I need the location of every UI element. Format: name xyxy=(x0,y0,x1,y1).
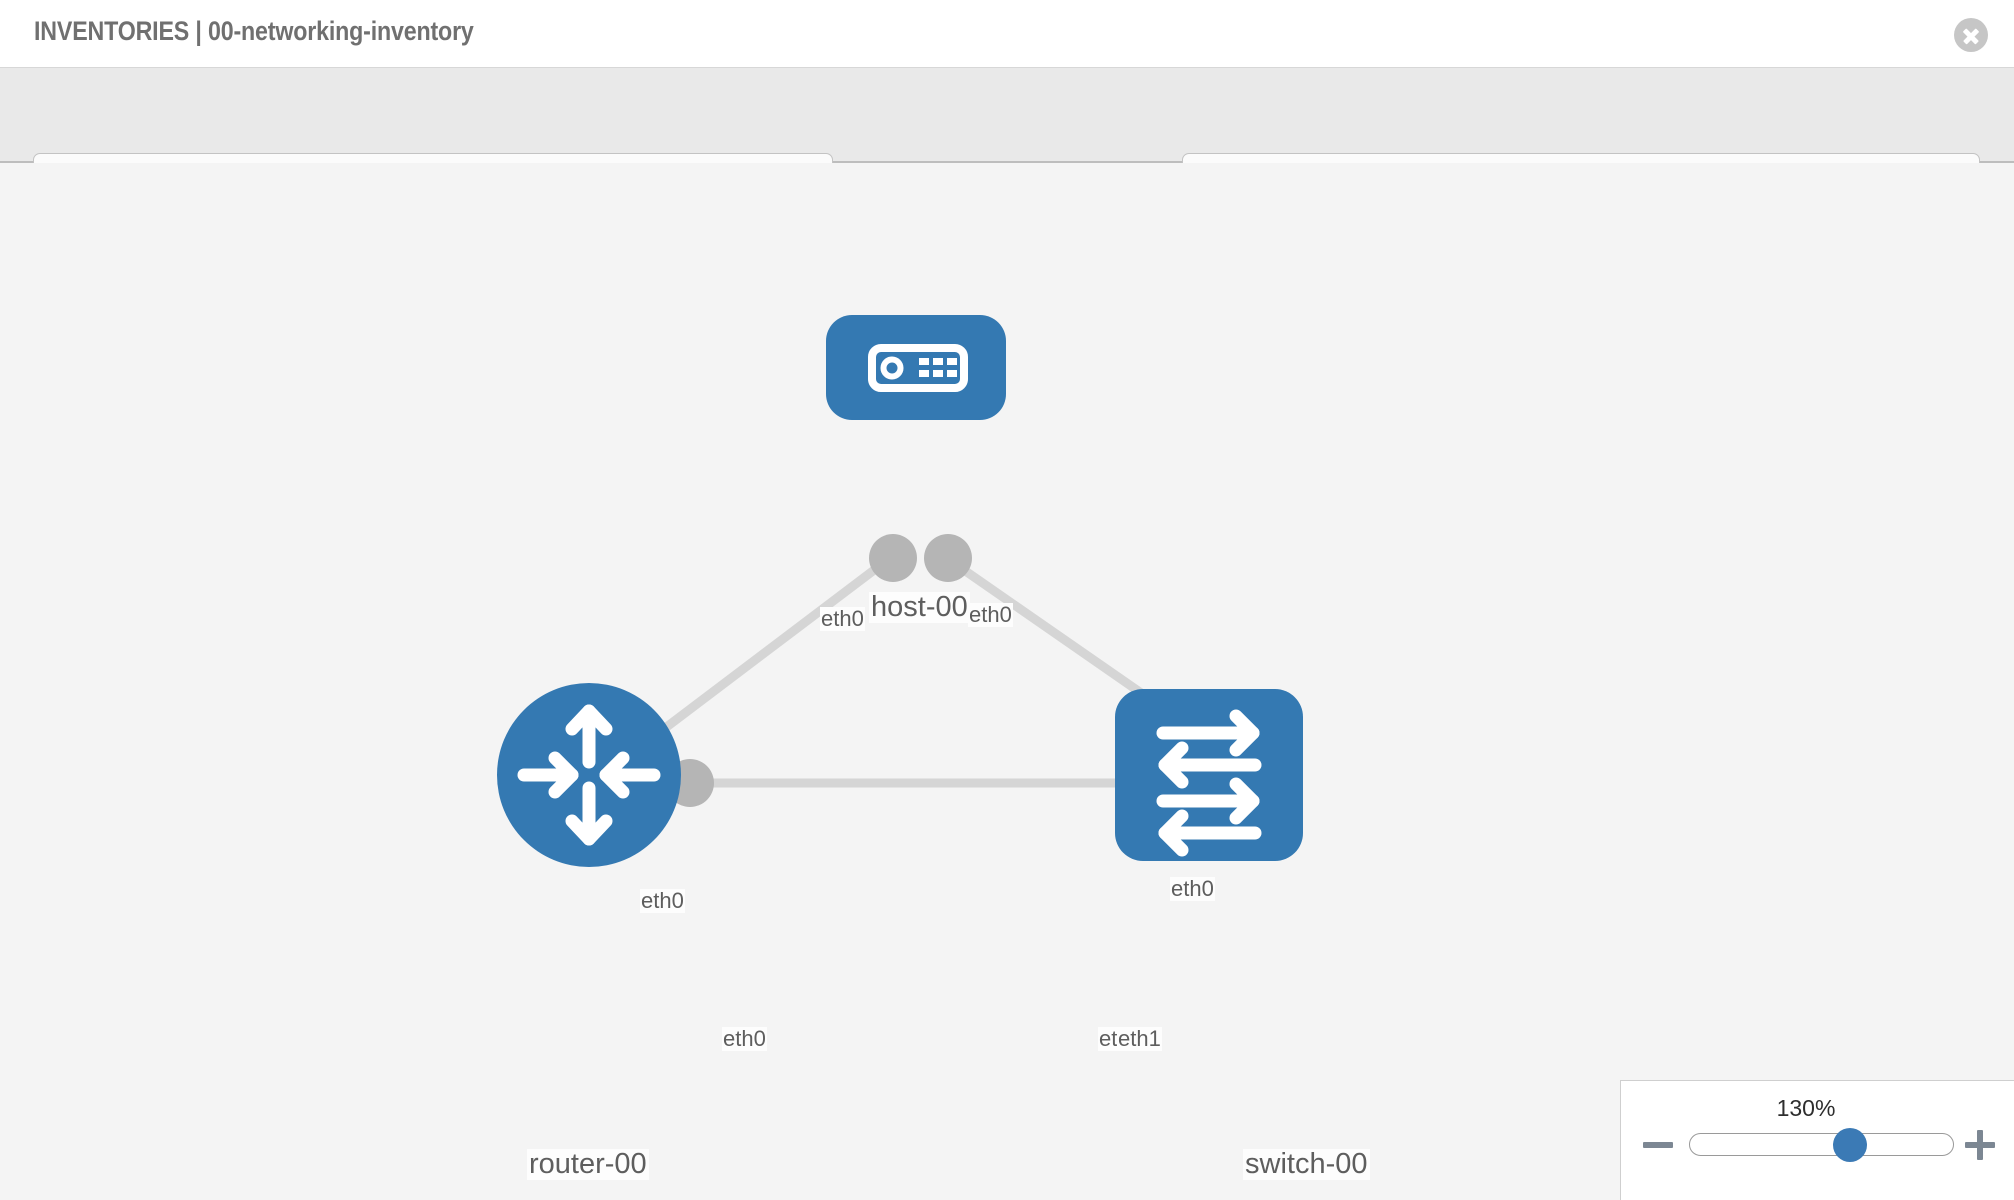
node-switch-00 xyxy=(1115,689,1303,861)
zoom-slider-thumb[interactable] xyxy=(1833,1128,1868,1162)
zoom-panel: 130% xyxy=(1620,1080,2014,1200)
zoom-slider[interactable] xyxy=(1689,1128,1954,1162)
node-label-host: host-00 xyxy=(869,591,970,624)
switch-icon xyxy=(1156,709,1262,857)
page-title: INVENTORIES | 00-networking-inventory xyxy=(34,16,474,46)
node-label-switch: switch-00 xyxy=(1243,1148,1370,1181)
iface-label: eth0 xyxy=(722,1026,767,1051)
iface-label: eth1 xyxy=(1117,1026,1162,1051)
iface-label: eth0 xyxy=(820,606,865,631)
node-host-00 xyxy=(826,315,1006,420)
page-header: INVENTORIES | 00-networking-inventory xyxy=(0,0,2014,68)
router-icon xyxy=(517,704,661,846)
iface-label: eth0 xyxy=(968,602,1013,627)
edge-host-router xyxy=(649,557,889,742)
topology-graph xyxy=(497,315,1303,867)
close-icon[interactable] xyxy=(1954,18,1988,52)
connector-host-left xyxy=(869,534,917,582)
node-router-00 xyxy=(497,683,681,867)
iface-label: eth0 xyxy=(1170,876,1215,901)
iface-label: eth0 xyxy=(640,888,685,913)
toolbar: ACTIONS SEARCH xyxy=(0,68,2014,211)
minus-icon xyxy=(1643,1142,1673,1148)
connector-host-right xyxy=(924,534,972,582)
node-label-router: router-00 xyxy=(527,1148,649,1181)
zoom-in-button[interactable] xyxy=(1963,1128,1997,1162)
zoom-out-button[interactable] xyxy=(1641,1128,1675,1162)
server-icon xyxy=(868,344,968,392)
topology-canvas[interactable]: eth0 eth0 eth0 eth0 eth0 eth0 eth1 host-… xyxy=(0,163,2014,1200)
plus-icon-vertical xyxy=(1977,1130,1983,1160)
zoom-level-value: 130% xyxy=(1776,1095,1836,1121)
